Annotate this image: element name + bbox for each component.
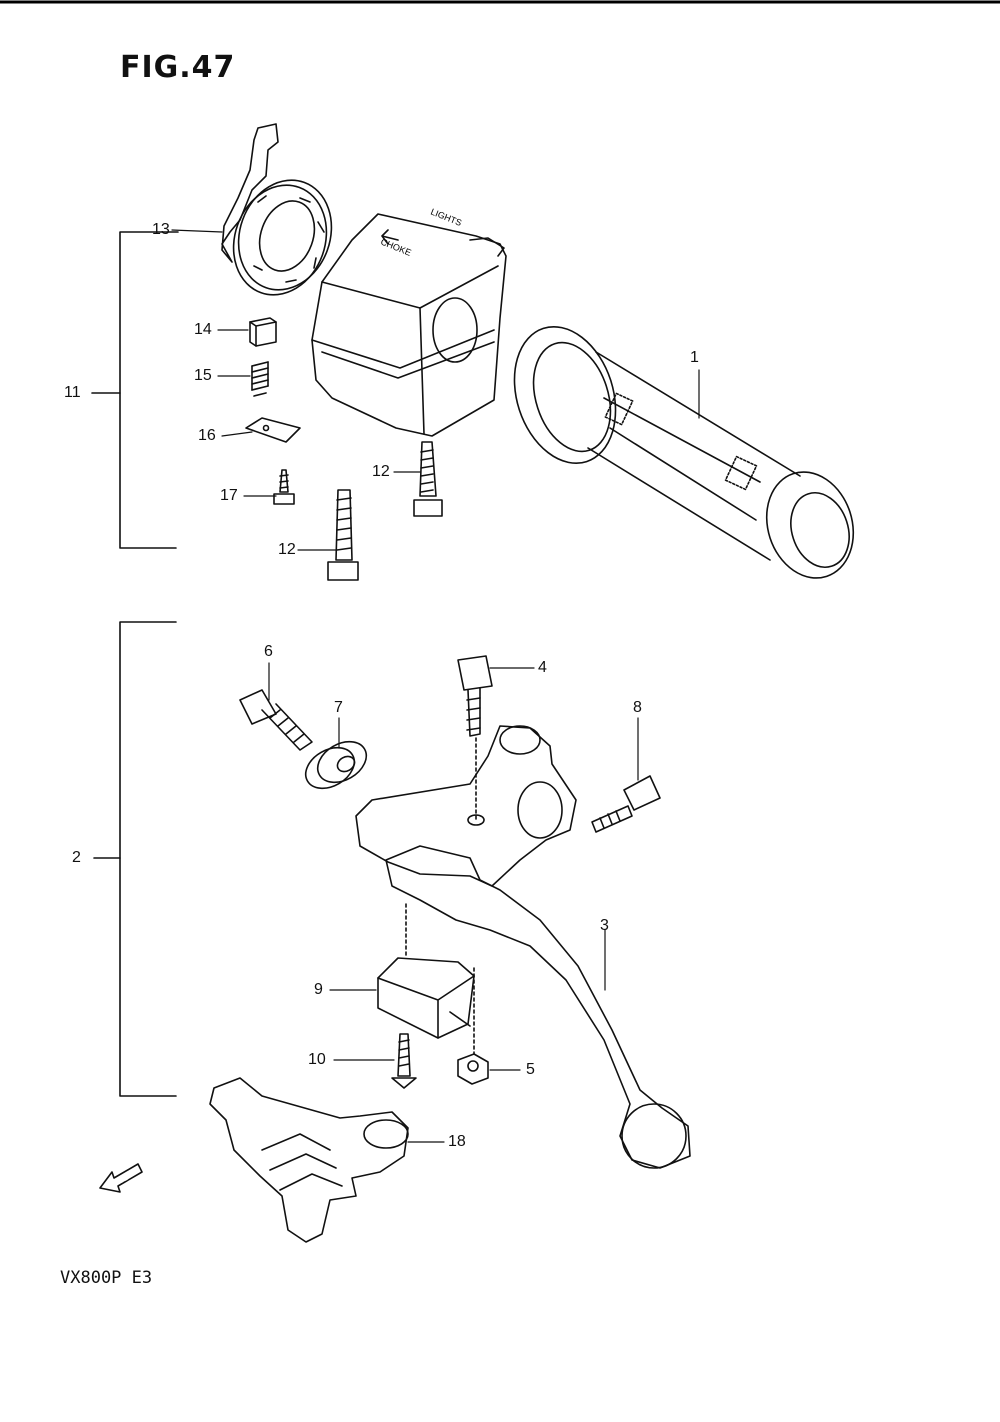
adjuster-6-part — [239, 689, 313, 751]
callout-3: 3 — [600, 917, 609, 934]
cover-18-part — [209, 1077, 409, 1243]
callout-16: 16 — [198, 427, 216, 444]
spring-part — [251, 361, 269, 397]
screw-17-part — [273, 469, 295, 505]
callout-14: 14 — [194, 321, 212, 338]
callout-18: 18 — [448, 1133, 466, 1150]
nut-5-part — [457, 1053, 489, 1085]
fwd-label: FWD — [108, 1171, 131, 1190]
callout-12a: 12 — [372, 463, 390, 480]
callout-6: 6 — [264, 643, 273, 660]
callout-8: 8 — [633, 699, 642, 716]
screw-12a-part — [413, 441, 443, 517]
callout-15: 15 — [194, 367, 212, 384]
leader-lines — [171, 229, 700, 1143]
bolt-8-part — [591, 775, 661, 833]
screw-10-part — [391, 1033, 417, 1089]
callout-4: 4 — [538, 659, 547, 676]
callout-10: 10 — [308, 1051, 326, 1068]
callout-2: 2 — [72, 849, 81, 866]
callout-11: 11 — [64, 384, 81, 401]
fwd-arrow-icon — [99, 1163, 143, 1193]
lights-label: LIGHTS — [429, 207, 463, 228]
bracket-11 — [119, 231, 179, 549]
callout-9: 9 — [314, 981, 323, 998]
bolt-4-part — [457, 655, 493, 821]
grip-part — [513, 325, 855, 579]
bracket-2 — [119, 621, 177, 1097]
callout-5: 5 — [526, 1061, 535, 1078]
screw-12b-part — [327, 489, 359, 581]
choke-lever-part — [221, 123, 333, 296]
switch-housing-part — [311, 213, 507, 437]
callout-17: 17 — [220, 487, 238, 504]
plate-part — [245, 417, 301, 443]
callout-13: 13 — [152, 221, 170, 238]
callout-1: 1 — [690, 349, 699, 366]
lever-3-part — [385, 845, 691, 1169]
cap-part — [249, 317, 277, 347]
lever-bracket-part — [355, 725, 577, 887]
switch-9-part — [377, 903, 475, 1055]
callout-7: 7 — [334, 699, 343, 716]
model-code: VX800P E3 — [60, 1268, 153, 1288]
callout-12b: 12 — [278, 541, 296, 558]
nut-7-part — [304, 740, 368, 790]
figure-title: FIG.47 — [120, 50, 236, 85]
